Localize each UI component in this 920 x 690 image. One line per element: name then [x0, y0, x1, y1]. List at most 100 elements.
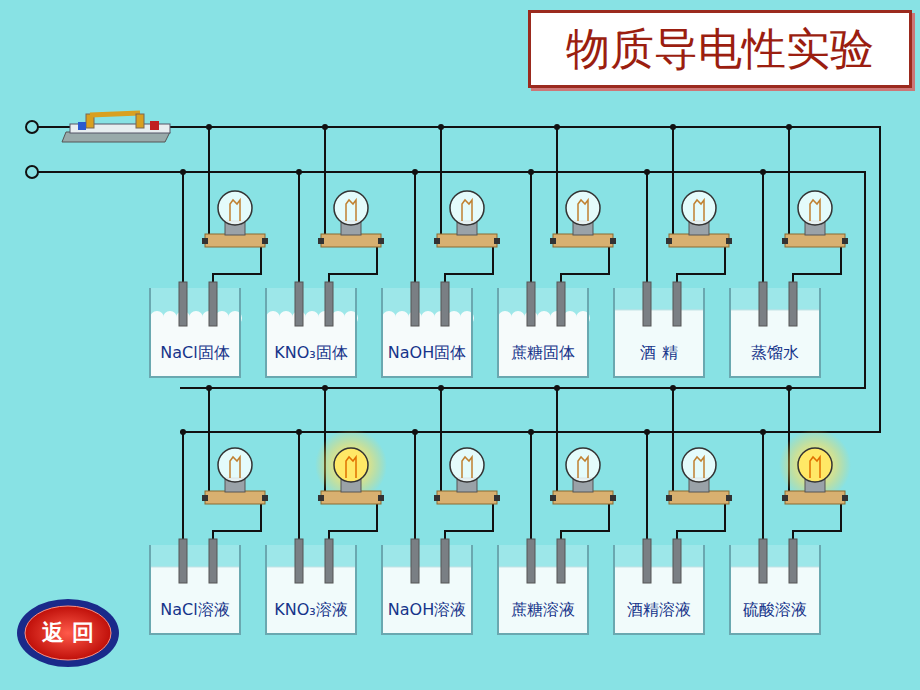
- electrode-rod: [759, 539, 767, 583]
- wire: [561, 499, 609, 539]
- wire: [793, 499, 841, 539]
- terminal: [262, 495, 268, 501]
- bulb-filament: [694, 457, 704, 478]
- bulb-filament: [694, 200, 704, 221]
- bulb-holder: [553, 491, 613, 504]
- terminal: [666, 238, 672, 244]
- terminal: [726, 238, 732, 244]
- beaker-set: [381, 124, 500, 378]
- beaker-glass: [149, 545, 241, 635]
- bulb-filament: [578, 457, 588, 478]
- electrode-rod: [325, 282, 333, 326]
- bulb-holder: [205, 234, 265, 247]
- wire: [213, 242, 261, 282]
- wire: [208, 388, 210, 493]
- bulb-holder: [437, 491, 497, 504]
- beaker: NaOH溶液: [381, 545, 473, 635]
- junction-dot: [438, 385, 444, 391]
- beaker-glass: [729, 545, 821, 635]
- beaker: 酒精溶液: [613, 545, 705, 635]
- beaker-set: [613, 385, 732, 635]
- junction-dot: [322, 124, 328, 130]
- beaker-label: NaOH固体: [388, 343, 466, 364]
- electrode-rod: [643, 282, 651, 326]
- bulb-glass: [566, 448, 600, 482]
- junction-dot: [786, 385, 792, 391]
- bulb-holder: [669, 491, 729, 504]
- bulb-glass: [334, 191, 368, 225]
- wire: [445, 499, 493, 539]
- beaker: NaOH固体: [381, 288, 473, 378]
- beaker-set: [729, 124, 848, 378]
- terminal: [262, 238, 268, 244]
- beaker-label: NaCl固体: [160, 343, 229, 364]
- bulb-filament: [810, 457, 820, 478]
- wire: [556, 388, 558, 493]
- bulb-holder: [321, 491, 381, 504]
- bulb-glass: [218, 448, 252, 482]
- junction-dot: [412, 169, 418, 175]
- title-text: 物质导电性实验: [566, 20, 874, 79]
- electrode-rod: [179, 539, 187, 583]
- electrode-rod: [673, 282, 681, 326]
- bulb-glass: [566, 191, 600, 225]
- bulb-filament: [462, 457, 472, 478]
- junction-dot: [296, 169, 302, 175]
- terminal: [494, 238, 500, 244]
- electrode-rod: [789, 539, 797, 583]
- beaker-label: 蔗糖溶液: [511, 600, 575, 621]
- bulb-glass: [334, 448, 368, 482]
- button-ring: [17, 599, 119, 667]
- wire: [298, 432, 300, 539]
- beaker-glass: [265, 288, 357, 378]
- terminal: [610, 238, 616, 244]
- junction-dot: [644, 429, 650, 435]
- terminal: [378, 495, 384, 501]
- wire: [762, 432, 764, 539]
- electrode-rod: [295, 282, 303, 326]
- beaker: 酒 精: [613, 288, 705, 378]
- junction-dot: [554, 385, 560, 391]
- junction-dot: [206, 385, 212, 391]
- beaker-glass: [381, 288, 473, 378]
- beaker-label: 硫酸溶液: [743, 600, 807, 621]
- button-label: 返 回: [42, 618, 94, 648]
- bulb-glass: [682, 191, 716, 225]
- bus-wire: [38, 172, 865, 388]
- electrode-rod: [411, 539, 419, 583]
- wire: [530, 172, 532, 282]
- beaker-set: [729, 385, 851, 635]
- terminal: [202, 238, 208, 244]
- wire: [414, 432, 416, 539]
- terminal: [550, 238, 556, 244]
- beaker: NaCl溶液: [149, 545, 241, 635]
- wire: [329, 242, 377, 282]
- beaker-label: NaOH溶液: [388, 600, 466, 621]
- junction-dot: [296, 429, 302, 435]
- wire: [182, 432, 184, 539]
- wire: [530, 432, 532, 539]
- wire: [762, 172, 764, 282]
- wire: [788, 127, 790, 236]
- wire: [213, 499, 261, 539]
- beaker-set: [149, 385, 268, 635]
- electrode-rod: [325, 539, 333, 583]
- beaker-set: [497, 124, 616, 378]
- beaker-label: NaCl溶液: [160, 600, 229, 621]
- wires: [38, 127, 880, 432]
- junction-dot: [412, 429, 418, 435]
- beaker-set: [381, 385, 500, 635]
- bulb-glow: [779, 429, 851, 501]
- electrode-rod: [527, 539, 535, 583]
- junction-dot: [786, 124, 792, 130]
- beaker-set: [265, 385, 387, 635]
- electrode-rod: [209, 539, 217, 583]
- beaker-glass: [149, 288, 241, 378]
- terminal: [318, 238, 324, 244]
- beaker-glass: [729, 288, 821, 378]
- bulb-glass: [450, 448, 484, 482]
- beaker-glass: [613, 288, 705, 378]
- beaker-set: [149, 124, 268, 378]
- beaker: 蒸馏水: [729, 288, 821, 378]
- junction-dot: [554, 124, 560, 130]
